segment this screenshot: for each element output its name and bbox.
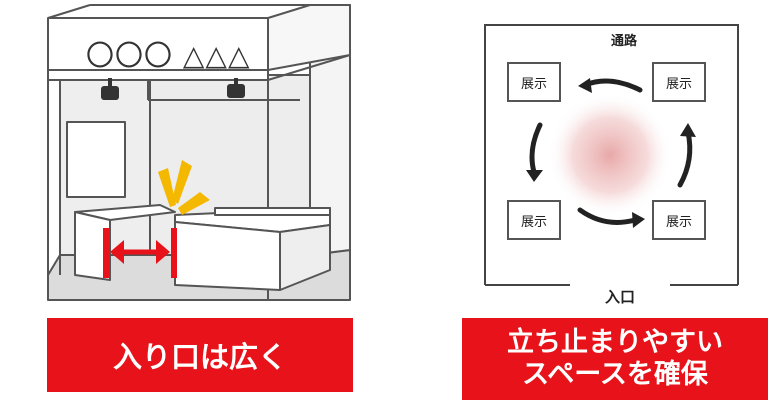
- banner-line: スペースを確保: [522, 359, 708, 390]
- corridor-label: 通路: [610, 34, 637, 49]
- counter-back: [214, 207, 331, 216]
- layout-diagram: [484, 24, 739, 286]
- flow-arrow-icon: [577, 207, 638, 225]
- booth-fascia-side: [267, 4, 351, 71]
- banner-line: 立ち止まりやすい: [507, 327, 723, 358]
- spotlight-icon: [101, 78, 119, 100]
- flow-arrow-icon: [582, 78, 643, 93]
- entrance-label: 入口: [604, 288, 635, 306]
- layout-boundary: [484, 24, 739, 285]
- spotlight-icon: [227, 78, 245, 98]
- exhibit-box-bottom-right: 展示: [652, 200, 706, 240]
- stay-area-glow: [548, 93, 672, 217]
- attention-burst-icon: [158, 160, 210, 215]
- banner-wide-entrance: 入り口は広く: [47, 318, 353, 392]
- wall-panel: [66, 121, 126, 198]
- banner-stay-space: 立ち止まりやすい スペースを確保: [462, 318, 768, 400]
- flow-arrow-icon: [677, 129, 693, 188]
- exhibit-box-bottom-left: 展示: [507, 200, 561, 240]
- flow-arrow-icon: [529, 122, 543, 175]
- booth-sign-text: 〇〇〇 △△△: [86, 39, 251, 72]
- entrance-width-indicator: [103, 228, 177, 278]
- booth-illustration: [47, 4, 351, 301]
- exhibit-box-top-right: 展示: [652, 62, 706, 102]
- exhibit-box-top-left: 展示: [507, 62, 561, 102]
